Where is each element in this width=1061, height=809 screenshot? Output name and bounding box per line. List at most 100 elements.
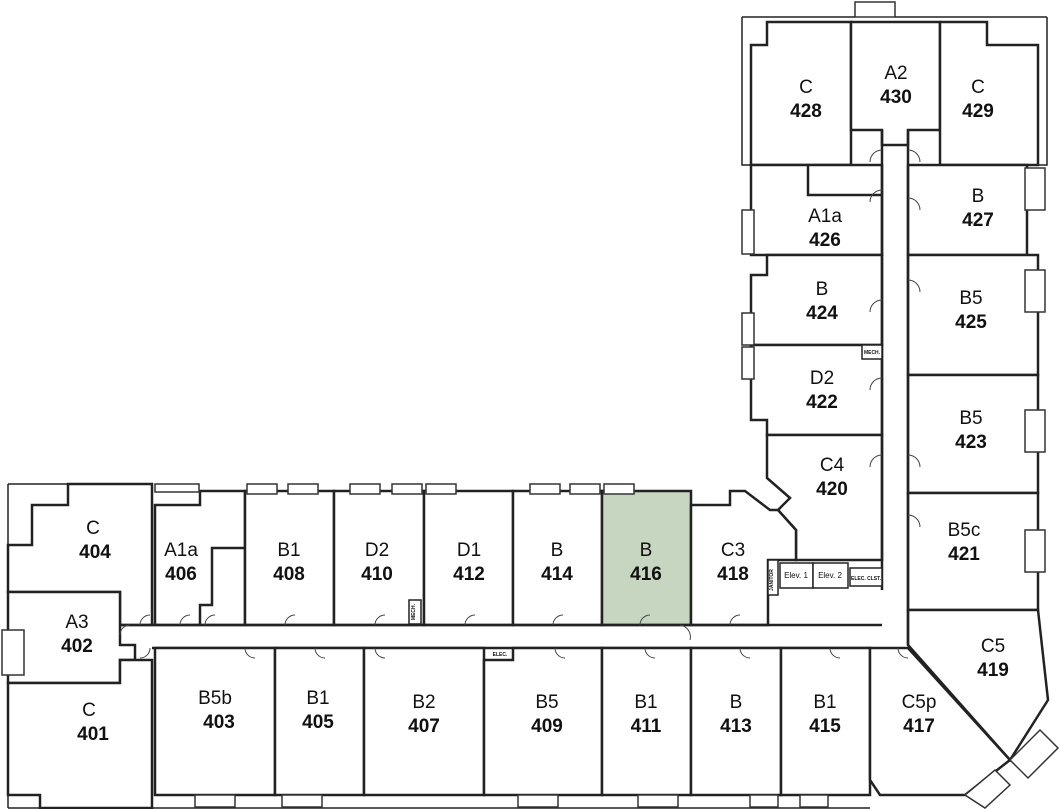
unit-416[interactable]: B 416 [600, 489, 693, 627]
unit-type-label: B5 [959, 288, 982, 309]
unit-number-label: 427 [962, 210, 994, 231]
unit-type-label: B1 [306, 688, 329, 709]
unit-type-label: C3 [721, 540, 745, 561]
unit-429[interactable]: C 429 [938, 20, 1040, 167]
unit-type-label: C [971, 77, 985, 98]
unit-402[interactable]: A3 402 [6, 590, 137, 685]
unit-type-label: C [799, 77, 813, 98]
unit-405[interactable]: B1 405 [273, 646, 366, 797]
unit-427[interactable]: B 427 [906, 163, 1029, 257]
unit-number-label: 408 [273, 564, 305, 585]
unit-421[interactable]: B5c 421 [906, 491, 1040, 612]
unit-415[interactable]: B1 415 [779, 646, 872, 797]
unit-type-label: C5 [981, 636, 1005, 657]
unit-type-label: B5 [535, 692, 558, 713]
unit-418[interactable]: C3 418 [689, 489, 798, 627]
unit-type-label: B5b [198, 688, 232, 709]
unit-type-label: B1 [813, 692, 836, 713]
elevator-1-label: Elev. 1 [784, 571, 808, 580]
unit-401[interactable]: C 401 [6, 658, 154, 809]
unit-number-label: 430 [880, 87, 912, 108]
unit-number-label: 411 [631, 716, 662, 737]
unit-number-label: 404 [79, 542, 111, 563]
unit-type-label: A1a [808, 206, 842, 227]
unit-number-label: 425 [955, 312, 987, 333]
unit-type-label: B1 [634, 692, 657, 713]
unit-number-label: 422 [806, 392, 838, 413]
elec-closet [849, 567, 883, 587]
unit-number-label: 414 [541, 564, 573, 585]
corridor-vertical [880, 130, 910, 645]
unit-number-label: 418 [717, 564, 749, 585]
unit-409[interactable]: B5 409 [482, 646, 604, 797]
unit-type-label: B5 [959, 408, 982, 429]
door-swings [119, 149, 921, 659]
unit-number-label: 401 [77, 724, 109, 745]
mech-closet [861, 344, 883, 360]
unit-426[interactable]: A1a 426 [749, 163, 884, 257]
unit-number-label: 417 [903, 716, 935, 737]
unit-type-label: A3 [65, 612, 88, 633]
unit-type-label: B [816, 279, 829, 300]
unit-type-label: C5p [902, 692, 937, 713]
unit-number-label: 415 [809, 716, 841, 737]
unit-406[interactable]: A1a 406 [153, 489, 247, 627]
unit-number-label: 416 [630, 564, 662, 585]
unit-422[interactable]: D2 422 [749, 343, 884, 437]
unit-number-label: 428 [790, 101, 822, 122]
unit-number-label: 407 [408, 716, 440, 737]
elevator-2 [812, 562, 849, 589]
unit-type-label: A1a [164, 540, 198, 561]
unit-414[interactable]: B 414 [511, 489, 604, 627]
unit-410[interactable]: D2 410 [332, 489, 426, 627]
unit-type-label: B [730, 692, 743, 713]
mech-label: MECH. [864, 350, 881, 356]
elec-label: ELEC. [493, 652, 508, 658]
unit-411[interactable]: B1 411 [600, 646, 693, 797]
unit-413[interactable]: B 413 [689, 646, 783, 797]
unit-number-label: 419 [977, 660, 1009, 681]
unit-type-label: C [86, 518, 100, 539]
janitor-closet [767, 559, 779, 596]
unit-428[interactable]: C 428 [749, 20, 853, 167]
unit-412[interactable]: D1 412 [422, 489, 515, 627]
unit-403[interactable]: B5b 403 [153, 646, 277, 797]
unit-423[interactable]: B5 423 [906, 373, 1040, 495]
unit-number-label: 424 [806, 303, 838, 324]
unit-425[interactable]: B5 425 [906, 253, 1040, 377]
unit-number-label: 410 [361, 564, 393, 585]
corridor-horizontal [120, 623, 882, 650]
unit-type-label: B2 [412, 692, 435, 713]
unit-408[interactable]: B1 408 [243, 489, 336, 627]
unit-number-label: 413 [720, 716, 752, 737]
unit-number-label: 412 [453, 564, 485, 585]
unit-type-label: B5c [948, 520, 981, 541]
unit-type-label: B [972, 186, 985, 207]
unit-number-label: 420 [816, 479, 848, 500]
unit-type-label: C4 [820, 455, 845, 476]
unit-number-label: 403 [203, 712, 235, 733]
unit-number-label: 426 [809, 230, 841, 251]
unit-type-label: D2 [365, 540, 389, 561]
unit-type-label: B [640, 540, 653, 561]
unit-430[interactable]: A2 430 [849, 20, 942, 147]
unit-type-label: B [551, 540, 564, 561]
unit-number-label: 405 [302, 712, 334, 733]
unit-404[interactable]: C 404 [6, 482, 154, 627]
unit-type-label: A2 [884, 63, 907, 84]
unit-type-label: D1 [457, 540, 481, 561]
unit-424[interactable]: B 424 [749, 253, 884, 347]
unit-type-label: B1 [277, 540, 300, 561]
unit-number-label: 421 [948, 544, 980, 565]
unit-407[interactable]: B2 407 [362, 646, 486, 797]
unit-number-label: 423 [955, 432, 987, 453]
unit-type-label: C [82, 700, 96, 721]
unit-number-label: 406 [165, 564, 197, 585]
service-core: JANITOR Elev. 1 Elev. 2 ELEC. CLST. MECH… [408, 344, 883, 658]
elec-closet-label: ELEC. CLST. [851, 576, 882, 582]
unit-number-label: 402 [61, 636, 93, 657]
janitor-label: JANITOR [769, 569, 775, 591]
elevator-2-label: Elev. 2 [818, 571, 842, 580]
unit-number-label: 429 [962, 101, 994, 122]
